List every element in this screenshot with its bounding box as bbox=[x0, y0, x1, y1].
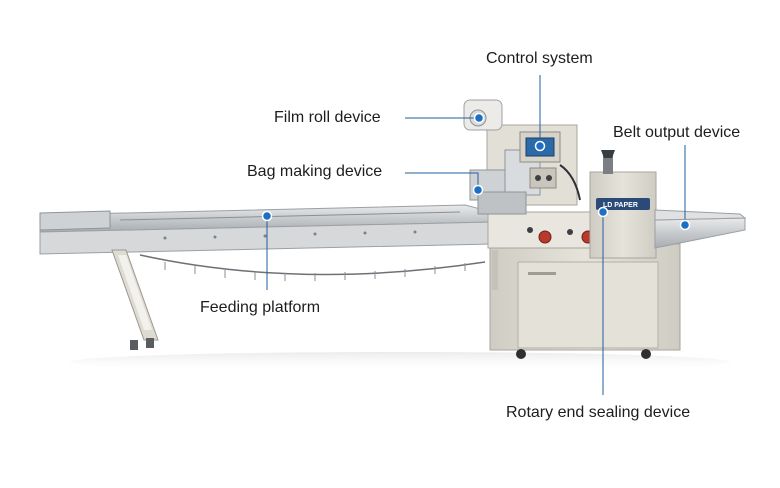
leader-bag-making bbox=[405, 172, 479, 190]
marker-belt-output bbox=[679, 219, 691, 231]
label-film-roll-device: Film roll device bbox=[274, 109, 381, 126]
feeding-platform-shape bbox=[39, 204, 493, 350]
brand-logo-text: LD PAPER bbox=[603, 202, 638, 209]
label-belt-output-device: Belt output device bbox=[613, 124, 741, 141]
rotary-sealing-unit-shape: LD PAPER bbox=[589, 150, 657, 259]
marker-control-system bbox=[534, 140, 546, 152]
leader-lines bbox=[266, 75, 686, 395]
label-bag-making-device: Bag making device bbox=[247, 163, 383, 180]
label-feeding-platform: Feeding platform bbox=[200, 299, 321, 316]
marker-film-roll bbox=[473, 112, 485, 124]
marker-bag-making bbox=[472, 184, 484, 196]
label-control-system: Control system bbox=[486, 50, 593, 67]
marker-feeding-platform bbox=[261, 210, 273, 222]
floor-shadow bbox=[70, 352, 730, 372]
belt-output-shape bbox=[654, 209, 747, 249]
main-cabinet-shape bbox=[487, 211, 681, 359]
label-rotary-end-sealing-device: Rotary end sealing device bbox=[506, 404, 691, 421]
marker-rotary-sealing bbox=[597, 206, 609, 218]
marker-dots bbox=[261, 112, 691, 231]
